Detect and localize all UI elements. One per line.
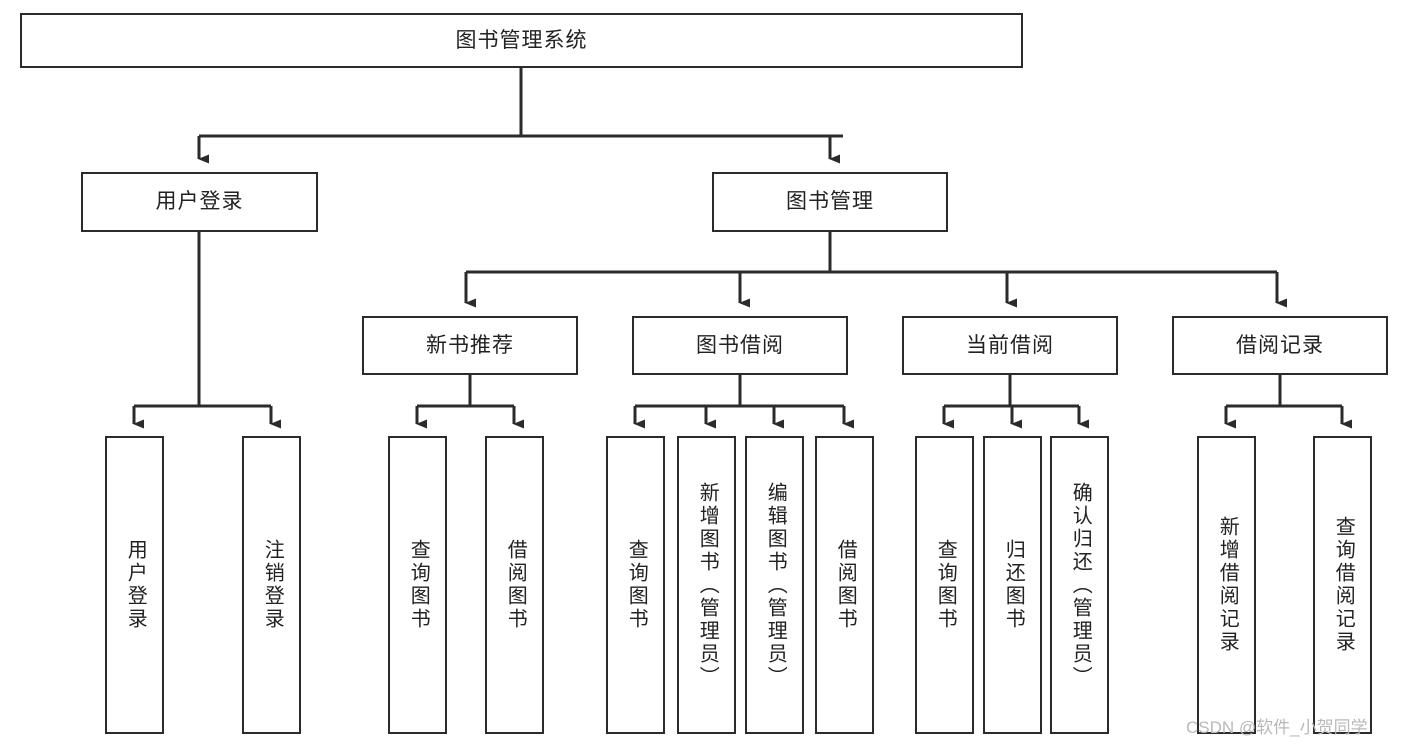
node-book-borrow-label: 图书借阅 bbox=[696, 333, 784, 357]
node-leaf-return-book[interactable]: 归还图书 bbox=[983, 436, 1042, 734]
node-leaf-query-record[interactable]: 查询借阅记录 bbox=[1313, 436, 1372, 734]
node-leaf-add-record-label: 新增借阅记录 bbox=[1216, 516, 1239, 654]
node-leaf-query-book-3[interactable]: 查询图书 bbox=[915, 436, 974, 734]
node-leaf-user-login[interactable]: 用户登录 bbox=[105, 436, 164, 734]
node-leaf-query-book-2-label: 查询图书 bbox=[625, 539, 648, 631]
node-leaf-borrow-book-1[interactable]: 借阅图书 bbox=[485, 436, 544, 734]
node-root-label: 图书管理系统 bbox=[455, 28, 588, 52]
node-leaf-add-record[interactable]: 新增借阅记录 bbox=[1197, 436, 1256, 734]
node-root[interactable]: 图书管理系统 bbox=[20, 13, 1023, 68]
node-leaf-confirm-return[interactable]: 确认归还（管理员） bbox=[1050, 436, 1109, 734]
csdn-watermark: CSDN @软件_小贺同学 bbox=[1186, 718, 1368, 737]
node-leaf-borrow-book-1-label: 借阅图书 bbox=[504, 539, 527, 631]
node-new-book-rec-label: 新书推荐 bbox=[426, 333, 514, 357]
node-leaf-confirm-return-label: 确认归还（管理员） bbox=[1069, 481, 1092, 689]
node-user-login-label: 用户登录 bbox=[155, 190, 244, 214]
node-leaf-query-book-3-label: 查询图书 bbox=[934, 539, 957, 631]
node-borrow-record[interactable]: 借阅记录 bbox=[1172, 316, 1388, 375]
node-leaf-user-login-label: 用户登录 bbox=[124, 539, 147, 631]
node-leaf-borrow-book-2[interactable]: 借阅图书 bbox=[815, 436, 874, 734]
node-book-manage[interactable]: 图书管理 bbox=[712, 172, 948, 232]
node-leaf-edit-book-label: 编辑图书（管理员） bbox=[764, 481, 787, 689]
node-book-manage-label: 图书管理 bbox=[786, 190, 874, 214]
node-leaf-add-book-label: 新增图书（管理员） bbox=[696, 481, 719, 689]
node-leaf-user-logout-label: 注销登录 bbox=[261, 539, 284, 631]
node-leaf-return-book-label: 归还图书 bbox=[1002, 539, 1025, 631]
node-leaf-query-book-1-label: 查询图书 bbox=[407, 539, 430, 631]
node-borrow-record-label: 借阅记录 bbox=[1236, 333, 1324, 357]
node-user-login[interactable]: 用户登录 bbox=[81, 172, 318, 232]
node-current-borrow[interactable]: 当前借阅 bbox=[902, 316, 1118, 375]
node-leaf-query-book-2[interactable]: 查询图书 bbox=[606, 436, 665, 734]
node-leaf-user-logout[interactable]: 注销登录 bbox=[242, 436, 301, 734]
node-book-borrow[interactable]: 图书借阅 bbox=[632, 316, 848, 375]
node-leaf-edit-book[interactable]: 编辑图书（管理员） bbox=[745, 436, 804, 734]
node-leaf-query-record-label: 查询借阅记录 bbox=[1332, 516, 1355, 654]
node-current-borrow-label: 当前借阅 bbox=[966, 333, 1054, 357]
node-new-book-rec[interactable]: 新书推荐 bbox=[362, 316, 578, 375]
node-leaf-query-book-1[interactable]: 查询图书 bbox=[388, 436, 447, 734]
node-leaf-borrow-book-2-label: 借阅图书 bbox=[834, 539, 857, 631]
node-leaf-add-book[interactable]: 新增图书（管理员） bbox=[677, 436, 736, 734]
